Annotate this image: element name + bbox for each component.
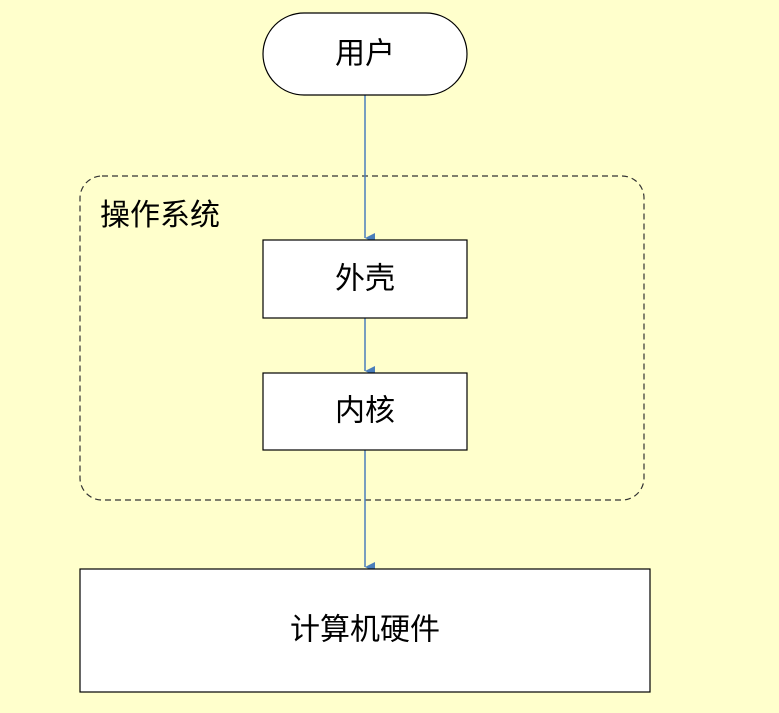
kernel-node: 内核 [262, 372, 468, 451]
hardware-node-label: 计算机硬件 [290, 613, 440, 648]
hardware-node: 计算机硬件 [79, 568, 651, 693]
user-node: 用户 [262, 12, 468, 96]
shell-node-label: 外壳 [335, 262, 395, 297]
operating-system-label: 操作系统 [100, 198, 220, 233]
kernel-node-label: 内核 [335, 394, 395, 429]
operating-system-group [79, 175, 645, 501]
shell-node: 外壳 [262, 239, 468, 319]
user-node-label: 用户 [335, 37, 395, 72]
